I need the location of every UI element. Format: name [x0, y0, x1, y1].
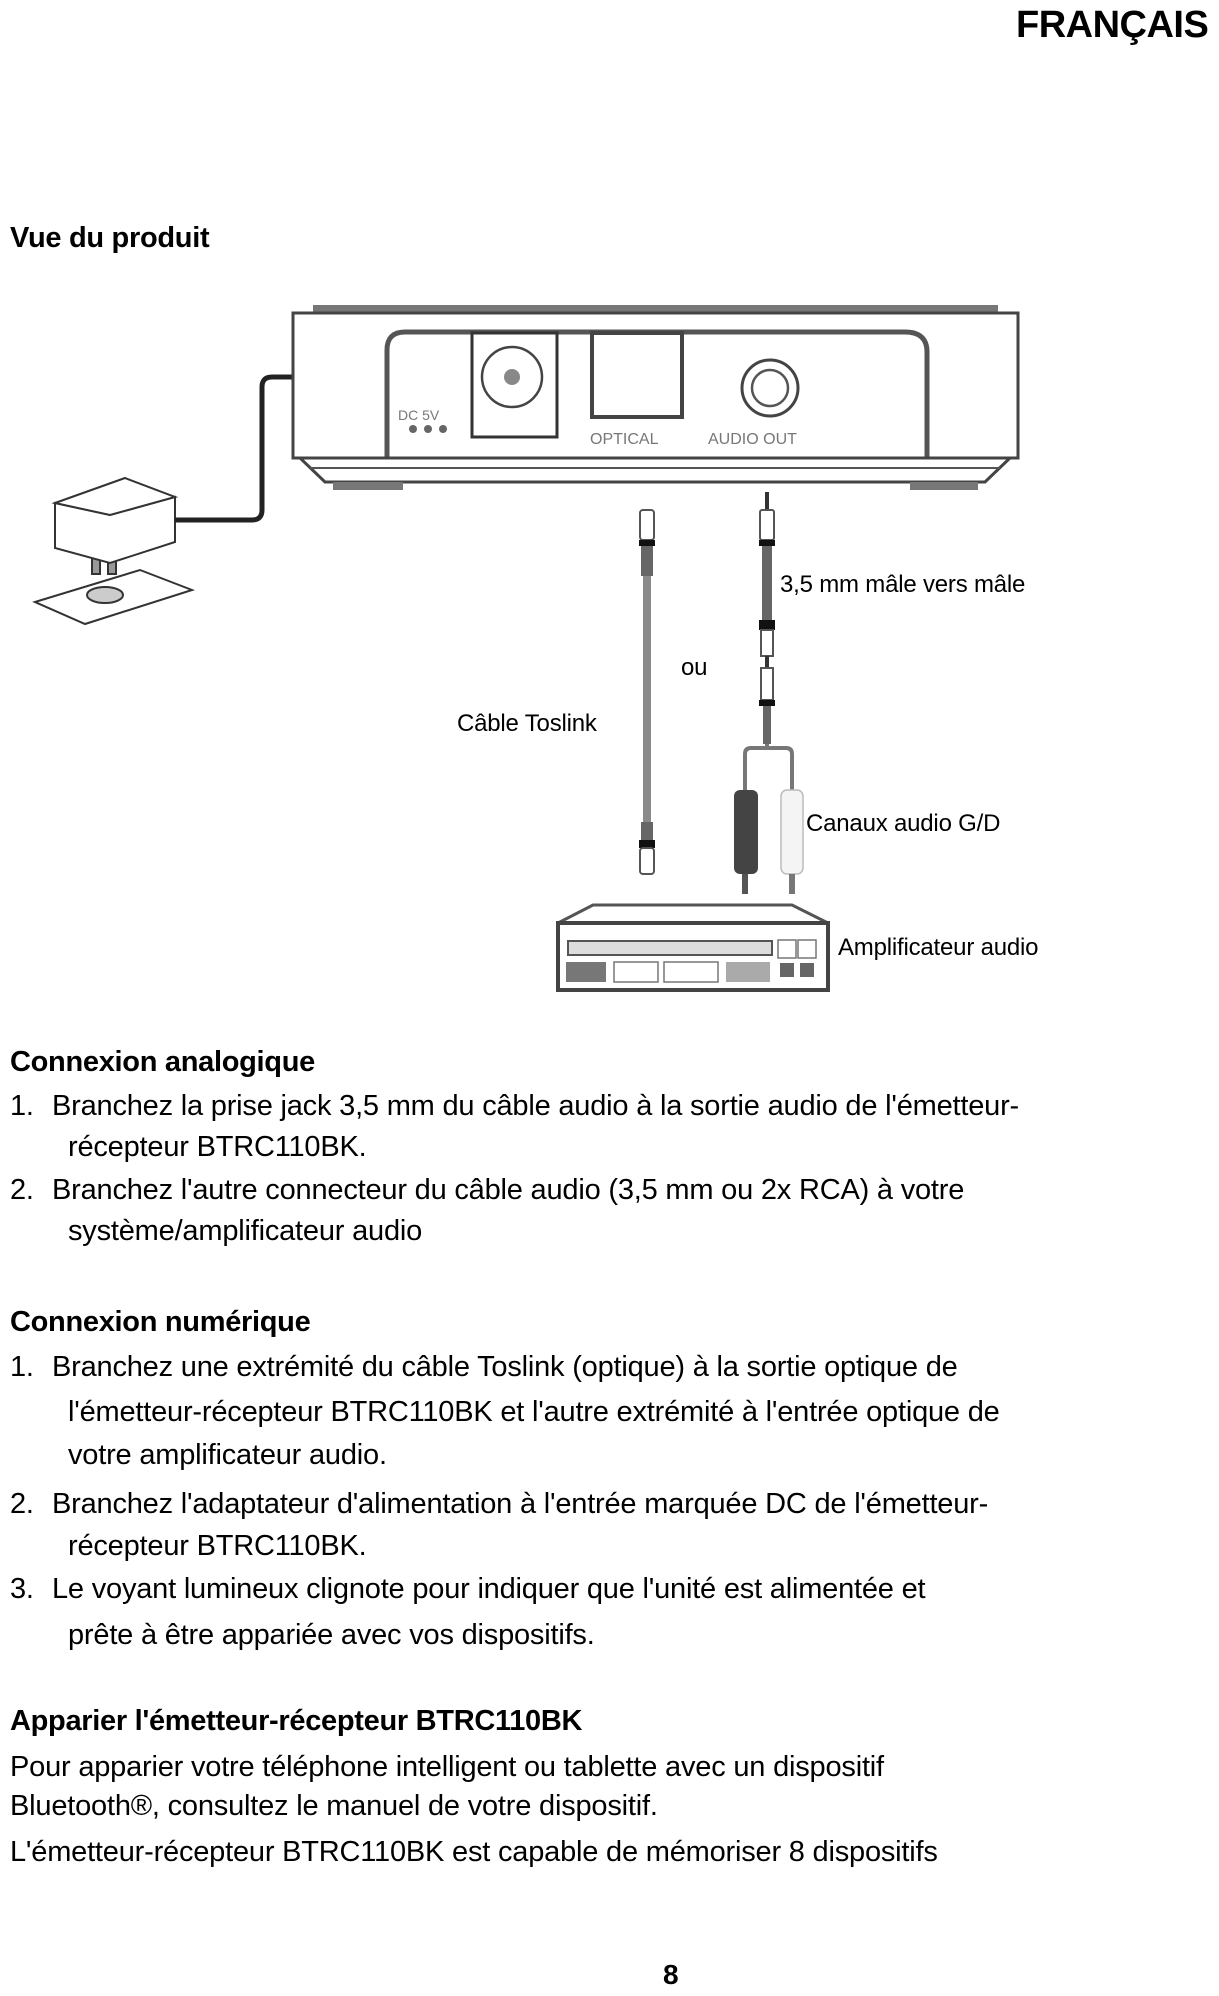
dc-label: DC 5V: [398, 407, 440, 423]
analog-step-2-text-cont: système/amplificateur audio: [68, 1215, 423, 1247]
pairing-text-line-2: Bluetooth®, consultez le manuel de votre…: [10, 1790, 658, 1822]
analog-step-1-number: 1.: [10, 1090, 34, 1122]
digital-connection-title: Connexion numérique: [10, 1306, 311, 1338]
product-diagram: DC 5V OPTICAL AUDIO OUT: [32, 305, 1020, 992]
digital-step-3-text-cont: prête à être appariée avec vos dispositi…: [68, 1619, 595, 1651]
audio-cable-35mm-icon: [743, 492, 794, 790]
analog-step-1-text: Branchez la prise jack 3,5 mm du câble a…: [52, 1090, 1019, 1122]
callout-toslink-cable: Câble Toslink: [457, 710, 597, 737]
analog-step-2-number: 2.: [10, 1174, 34, 1206]
callout-35mm-cable: 3,5 mm mâle vers mâle: [780, 571, 1026, 598]
digital-step-2-number: 2.: [10, 1488, 34, 1520]
analog-step-1-text-cont: récepteur BTRC110BK.: [68, 1131, 367, 1163]
analog-connection-title: Connexion analogique: [10, 1046, 315, 1078]
callout-amplifier: Amplificateur audio: [838, 934, 1039, 961]
rca-plugs-icon: [734, 789, 804, 894]
pairing-text-line-3: L'émetteur-récepteur BTRC110BK est capab…: [10, 1836, 938, 1868]
analog-step-2-text: Branchez l'autre connecteur du câble aud…: [52, 1174, 965, 1206]
callout-lr-channels: Canaux audio G/D: [806, 810, 1001, 837]
pairing-text-line-1: Pour apparier votre téléphone intelligen…: [10, 1751, 884, 1783]
digital-step-1-text-cont-2: votre amplificateur audio.: [68, 1439, 387, 1471]
digital-step-2-text: Branchez l'adaptateur d'alimentation à l…: [52, 1488, 989, 1520]
digital-step-3-text: Le voyant lumineux clignote pour indique…: [52, 1573, 926, 1605]
digital-step-1-number: 1.: [10, 1351, 34, 1383]
page-number: 8: [663, 1959, 679, 1990]
digital-step-2-text-cont: récepteur BTRC110BK.: [68, 1530, 367, 1562]
audio-amplifier-icon: [556, 903, 830, 992]
digital-step-1-text-cont-1: l'émetteur-récepteur BTRC110BK et l'autr…: [68, 1396, 1000, 1428]
toslink-cable-icon: [639, 509, 655, 875]
optical-label: OPTICAL: [590, 431, 659, 448]
digital-step-3-number: 3.: [10, 1573, 34, 1605]
callout-or: ou: [681, 654, 708, 681]
transceiver-device-icon: [291, 305, 1020, 490]
power-cable: [175, 374, 420, 523]
audio-out-label: AUDIO OUT: [708, 431, 797, 448]
digital-step-1-text: Branchez une extrémité du câble Toslink …: [52, 1351, 958, 1383]
language-header: FRANÇAIS: [1016, 4, 1209, 46]
pairing-title: Apparier l'émetteur-récepteur BTRC110BK: [10, 1705, 583, 1737]
product-view-title: Vue du produit: [10, 222, 210, 254]
power-adapter-icon: [32, 476, 196, 626]
